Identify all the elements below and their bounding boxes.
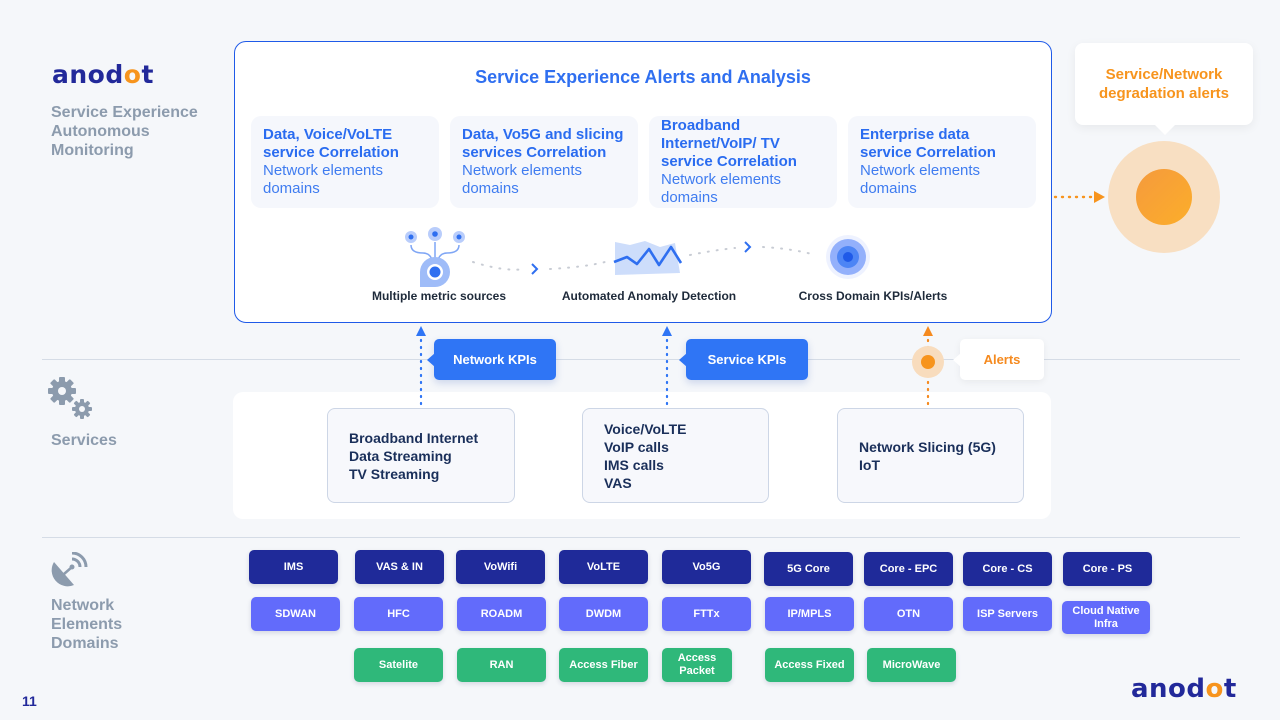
card-title: Data, Voice/VoLTE service Correlation <box>263 126 399 161</box>
domain-chip: MicroWave <box>867 648 956 682</box>
domain-chip: 5G Core <box>764 552 853 586</box>
flow-label-cross-domain: Cross Domain KPIs/Alerts <box>798 289 948 303</box>
card-title: Data, Vo5G and slicing services Correlat… <box>462 126 624 161</box>
domain-chip: Core - EPC <box>864 552 953 586</box>
logo-dot: o <box>1205 674 1224 704</box>
anodot-logo: anodot <box>52 60 154 89</box>
chevron-right-icon <box>531 263 539 275</box>
logo-text: anod <box>52 60 124 89</box>
network-kpis-text: Network KPIs <box>453 352 537 367</box>
domain-chip: Vo5G <box>662 550 751 584</box>
service-item: VAS <box>604 474 632 491</box>
service-item: Voice/VoLTE <box>604 420 687 437</box>
service-item: VoIP calls <box>604 438 669 455</box>
domain-chip: Core - CS <box>963 552 1052 586</box>
flow-label-metric-sources: Multiple metric sources <box>371 289 507 303</box>
domain-chip: VAS & IN <box>355 550 444 584</box>
logo-text-end: t <box>141 60 154 89</box>
flow-label-anomaly-detection: Automated Anomaly Detection <box>561 289 737 303</box>
panel-title: Service Experience Alerts and Analysis <box>475 67 811 87</box>
divider-bottom <box>42 537 1240 538</box>
service-kpis-text: Service KPIs <box>707 352 787 367</box>
card-title: Broadband Internet/VoIP/ TV service Corr… <box>661 117 797 170</box>
alert-indicator-icon <box>1108 141 1220 253</box>
page-number: 11 <box>22 693 37 709</box>
card-subtitle: Network elements domains <box>462 162 583 197</box>
service-item: IMS calls <box>604 456 664 473</box>
domain-chip: ROADM <box>457 597 546 631</box>
domain-chip: RAN <box>457 648 546 682</box>
domain-chip: OTN <box>864 597 953 631</box>
domain-chip: ISP Servers <box>963 597 1052 631</box>
domain-chip: FTTx <box>662 597 751 631</box>
domain-chip: Access Fixed <box>765 648 854 682</box>
domain-chip: SDWAN <box>251 597 340 631</box>
flow-diagram <box>405 227 870 287</box>
chevron-right-icon <box>744 241 752 253</box>
alert-arrow <box>1053 191 1105 203</box>
card-subtitle: Network elements domains <box>263 162 384 197</box>
domain-chip: HFC <box>354 597 443 631</box>
anomaly-chart-icon <box>613 241 683 275</box>
callout-text: Service/Network degradation alerts <box>1098 66 1230 102</box>
service-box: Broadband Internet Data Streaming TV Str… <box>327 408 515 503</box>
service-item: IoT <box>859 456 880 473</box>
correlation-card: Data, Voice/VoLTE service Correlation Ne… <box>251 116 439 208</box>
domain-chip: VoWifi <box>456 550 545 584</box>
logo-dot: o <box>123 60 142 89</box>
metric-sources-icon <box>405 227 465 287</box>
monitoring-label-line: Monitoring <box>51 142 134 159</box>
services-label: Services <box>51 432 117 449</box>
monitoring-label: Service Experience Autonomous Monitoring <box>51 103 198 160</box>
anodot-logo-footer: anodot <box>1131 674 1237 704</box>
logo-text-end: t <box>1223 674 1237 704</box>
card-title: Enterprise data service Correlation <box>860 126 996 161</box>
service-item: TV Streaming <box>349 465 440 482</box>
domain-chip: IMS <box>249 550 338 584</box>
degradation-alerts-callout: Service/Network degradation alerts <box>1075 43 1253 135</box>
domain-chip: Access Fiber <box>559 648 648 682</box>
correlation-card: Data, Vo5G and slicing services Correlat… <box>450 116 638 208</box>
service-box: Network Slicing (5G) IoT <box>837 408 1024 503</box>
domain-chip: Satelite <box>354 648 443 682</box>
correlation-card: Enterprise data service Correlation Netw… <box>848 116 1036 208</box>
network-kpis-arrow <box>416 326 426 410</box>
monitoring-label-line: Service Experience <box>51 104 198 121</box>
alerts-text: Alerts <box>983 352 1021 367</box>
domain-chip: DWDM <box>559 597 648 631</box>
flow-connector <box>472 261 526 271</box>
flow-connector <box>549 261 606 270</box>
flow-connector <box>762 246 816 256</box>
network-label-line: Domains <box>51 635 119 652</box>
flow-connector <box>689 247 736 256</box>
domain-chip: Cloud Native Infra <box>1062 601 1150 634</box>
network-label-line: Elements <box>51 616 123 633</box>
service-kpis-label: Service KPIs <box>679 339 808 380</box>
alerts-arrow <box>912 326 944 410</box>
logo-text: anod <box>1131 674 1206 704</box>
network-elements-label: Network Elements Domains <box>51 596 122 653</box>
card-subtitle: Network elements domains <box>860 162 981 197</box>
service-box: Voice/VoLTE VoIP calls IMS calls VAS <box>582 408 769 503</box>
correlation-card: Broadband Internet/VoIP/ TV service Corr… <box>649 116 837 208</box>
service-item: Network Slicing (5G) <box>859 438 996 455</box>
network-label-line: Network <box>51 597 115 614</box>
alerts-label: Alerts <box>953 339 1044 380</box>
card-subtitle: Network elements domains <box>661 171 782 206</box>
service-item: Data Streaming <box>349 447 452 464</box>
network-kpis-label: Network KPIs <box>427 339 556 380</box>
domain-chip: VoLTE <box>559 550 648 584</box>
satellite-dish-icon <box>51 552 88 587</box>
domain-chip: Core - PS <box>1063 552 1152 586</box>
monitoring-label-line: Autonomous <box>51 123 150 140</box>
domain-chip: IP/MPLS <box>765 597 854 631</box>
service-kpis-arrow <box>662 326 672 410</box>
gears-icon <box>48 377 92 419</box>
service-item: Broadband Internet <box>349 429 479 446</box>
service-experience-panel: Service Experience Alerts and Analysis D… <box>234 41 1052 323</box>
target-icon <box>826 235 870 279</box>
domain-chip: Access Packet <box>662 648 732 682</box>
divider-top <box>42 359 1240 360</box>
